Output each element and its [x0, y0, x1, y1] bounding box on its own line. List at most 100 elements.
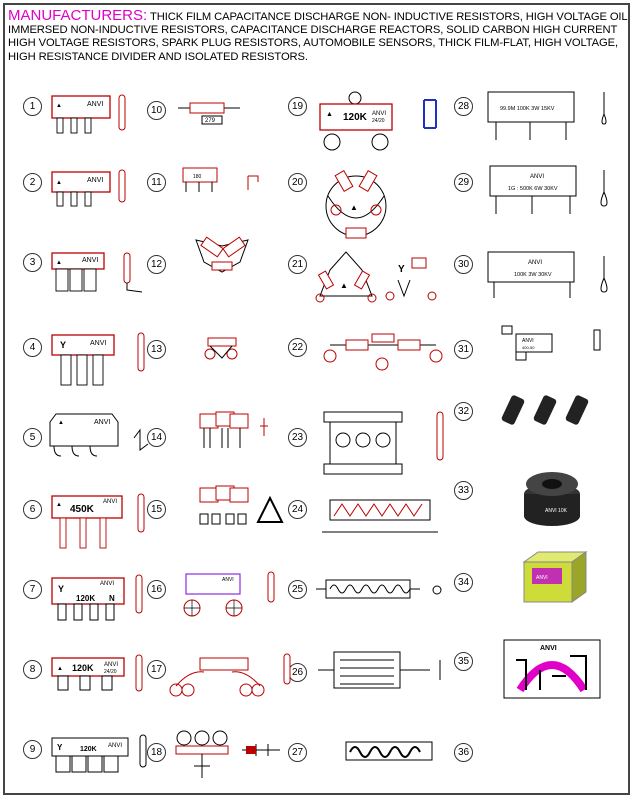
item-number-10: 10 [147, 101, 166, 120]
resistor-8: ▲ 120K ANVI 24/20 [51, 654, 143, 692]
label-r3: 100K 3W 30KV [514, 272, 552, 278]
item-number-13: 13 [147, 340, 166, 359]
label-anvi: ANVI [87, 177, 103, 184]
item-number-4: 4 [23, 338, 42, 357]
header-text: MANUFACTURERS: THICK FILM CAPACITANCE DI… [8, 8, 630, 64]
item-number-31: 31 [454, 340, 473, 359]
label-y: Y [57, 743, 63, 752]
svg-text:▲: ▲ [56, 502, 62, 508]
item-number-11: 11 [147, 173, 166, 192]
page-border [3, 3, 630, 795]
label-y: Y [398, 264, 405, 275]
item-number-29: 29 [454, 173, 473, 192]
label-anvi: ANVI [108, 743, 122, 749]
label-450k: 450K [70, 504, 95, 515]
item-number-19: 19 [288, 97, 307, 116]
svg-text:▲: ▲ [56, 180, 62, 186]
item-number-34: 34 [454, 573, 473, 592]
label-120k: 120K [76, 594, 95, 603]
item-number-1: 1 [23, 97, 42, 116]
item-number-15: 15 [147, 500, 166, 519]
svg-text:▲: ▲ [350, 203, 358, 212]
item-number-3: 3 [23, 253, 42, 272]
resistor-28: 99.9M 100K 3W 15KV [487, 91, 607, 140]
item-number-7: 7 [23, 580, 42, 599]
item-number-2: 2 [23, 173, 42, 192]
resistor-5: ▲ ANVI [49, 413, 149, 457]
label-anvi: ANVI [522, 338, 534, 344]
item-number-36: 36 [454, 743, 473, 762]
resistor-7: Y ANVI 120K N [51, 574, 143, 621]
resistor-26 [318, 651, 441, 689]
svg-text:▲: ▲ [57, 666, 63, 672]
item-number-35: 35 [454, 652, 473, 671]
label-anvi: ANVI [87, 101, 103, 108]
resistor-20: ▲ [325, 170, 387, 239]
resistor-35: ANVI [503, 639, 601, 699]
label-anvi: ANVI [103, 499, 117, 505]
item-number-6: 6 [23, 500, 42, 519]
item-number-12: 12 [147, 255, 166, 274]
label-anvi: ANVI [536, 575, 548, 581]
item-number-8: 8 [23, 660, 42, 679]
svg-text:▲: ▲ [58, 420, 64, 426]
label-anvi: ANVI [104, 662, 118, 668]
label-anvi: ANVI [372, 111, 386, 117]
label-279: 279 [205, 118, 216, 124]
resistor-24 [322, 499, 438, 533]
resistor-2: ▲ ANVI [51, 169, 126, 207]
label-anvi: ANVI [82, 257, 98, 264]
label-anvi: ANVI [94, 419, 110, 426]
item-number-32: 32 [454, 402, 473, 421]
label-r4: 400-50 [522, 345, 535, 350]
label-anvi: ANVI [90, 340, 106, 347]
label-24-20: 24/20 [104, 669, 117, 675]
svg-text:▲: ▲ [326, 111, 333, 118]
item-number-21: 21 [288, 255, 307, 274]
item-number-30: 30 [454, 255, 473, 274]
item-number-18: 18 [147, 743, 166, 762]
resistor-23 [323, 411, 444, 475]
resistor-32 [501, 395, 589, 425]
item-number-5: 5 [23, 428, 42, 447]
item-number-33: 33 [454, 481, 473, 500]
label-n: N [109, 594, 115, 603]
label-120k: 120K [343, 112, 368, 123]
label-r2: 1G : 500K 6W 30KV [508, 186, 558, 192]
item-number-27: 27 [288, 743, 307, 762]
label-anvi: ANVI [530, 174, 544, 180]
resistor-6: ▲ ANVI 450K [51, 493, 145, 549]
resistor-1: ▲ ANVI [51, 94, 126, 134]
item-number-14: 14 [147, 428, 166, 447]
item-number-28: 28 [454, 97, 473, 116]
resistor-33: ANVI 10K [524, 472, 580, 526]
resistor-17 [169, 653, 291, 697]
label-anvi: ANVI [100, 581, 114, 587]
item-number-16: 16 [147, 580, 166, 599]
resistor-13 [204, 337, 238, 360]
item-number-22: 22 [288, 338, 307, 357]
resistor-10: 279 [178, 102, 240, 125]
resistor-4: Y ANVI [51, 332, 145, 386]
resistor-18 [175, 730, 280, 778]
label-anvi: ANVI [528, 260, 542, 266]
label-y: Y [58, 584, 64, 594]
item-number-20: 20 [288, 173, 307, 192]
header-description: THICK FILM CAPACITANCE DISCHARGE NON- IN… [8, 11, 628, 63]
resistor-9: Y 120K ANVI [51, 734, 147, 773]
resistor-21: ▲ Y [315, 251, 437, 303]
resistor-25 [316, 579, 442, 599]
item-number-26: 26 [288, 663, 307, 682]
item-number-24: 24 [288, 500, 307, 519]
svg-text:▲: ▲ [340, 281, 348, 290]
label-120k: 120K [80, 746, 97, 753]
resistor-22 [323, 333, 443, 371]
resistor-11: 180 [182, 167, 259, 192]
resistor-30: ANVI 100K 3W 30KV [487, 251, 608, 298]
label-180: 180 [193, 174, 202, 180]
resistor-19: ▲ 120K ANVI 24/20 [319, 91, 437, 151]
label-y: Y [60, 340, 66, 350]
label-anvi: ANVI [222, 577, 234, 583]
item-number-17: 17 [147, 660, 166, 679]
